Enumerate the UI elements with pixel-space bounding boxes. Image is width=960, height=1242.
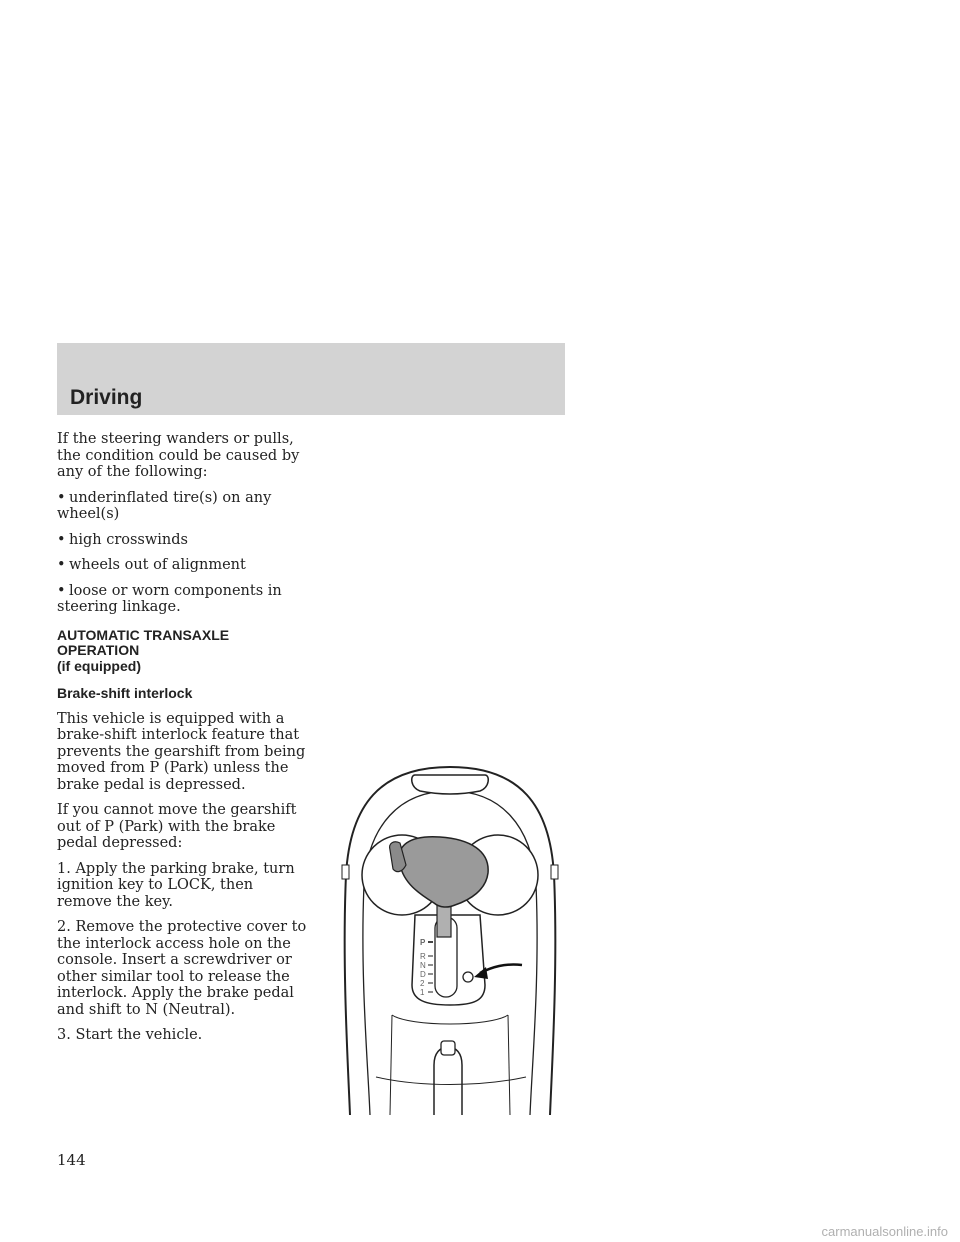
- shift-label-1: 1: [420, 988, 425, 997]
- cupholder-tab: [550, 864, 559, 880]
- section-heading: AUTOMATIC TRANSAXLE OPERATION (if equipp…: [57, 626, 230, 674]
- shifter-knob: [398, 836, 489, 908]
- bullet-icon: •: [57, 531, 66, 548]
- interlock-access-hole: [462, 971, 474, 983]
- section-title: Driving: [70, 386, 143, 409]
- shift-label-p: P: [420, 938, 426, 947]
- main-text-column: If the steering wanders or pulls, the co…: [57, 431, 307, 1053]
- shift-label-r: R: [420, 952, 426, 961]
- intro-paragraph: If the steering wanders or pulls, the co…: [57, 431, 300, 480]
- subheading: Brake-shift interlock: [57, 685, 193, 701]
- shift-label-2: 2: [420, 979, 425, 988]
- watermark: carmanualsonline.info: [821, 1224, 948, 1239]
- paragraph: If you cannot move the gearshift out of …: [57, 802, 297, 851]
- bullet-icon: •: [57, 557, 66, 573]
- cupholder-tab: [341, 864, 350, 880]
- shifter-knob-button: [389, 841, 407, 873]
- gearshift-console-illustration: P R N D 2 1: [341, 765, 559, 1115]
- bullet-item: •loose or worn components in steering li…: [57, 582, 282, 616]
- shift-label-n: N: [420, 961, 426, 970]
- vent-icon: [410, 774, 490, 795]
- bullet-item: •high crosswinds: [57, 531, 188, 548]
- step-item: 3. Start the vehicle.: [57, 1027, 203, 1043]
- handbrake-lever: [433, 1046, 463, 1115]
- paragraph: This vehicle is equipped with a brake-sh…: [57, 710, 306, 793]
- bullet-item: •underinflated tire(s) on any wheel(s): [57, 489, 272, 523]
- step-item: 2. Remove the protective cover to the in…: [57, 919, 307, 1018]
- bullet-icon: •: [57, 489, 66, 506]
- shift-indicator-marks: [428, 941, 433, 993]
- handbrake-button: [440, 1040, 456, 1056]
- step-item: 1. Apply the parking brake, turn ignitio…: [57, 860, 295, 910]
- section-header-band: [57, 343, 565, 415]
- shift-label-d: D: [420, 970, 426, 979]
- page-number: 144: [57, 1151, 86, 1169]
- bullet-icon: •: [57, 582, 66, 599]
- arrow-head: [474, 967, 488, 979]
- bullet-item: •wheels out of alignment: [57, 557, 246, 573]
